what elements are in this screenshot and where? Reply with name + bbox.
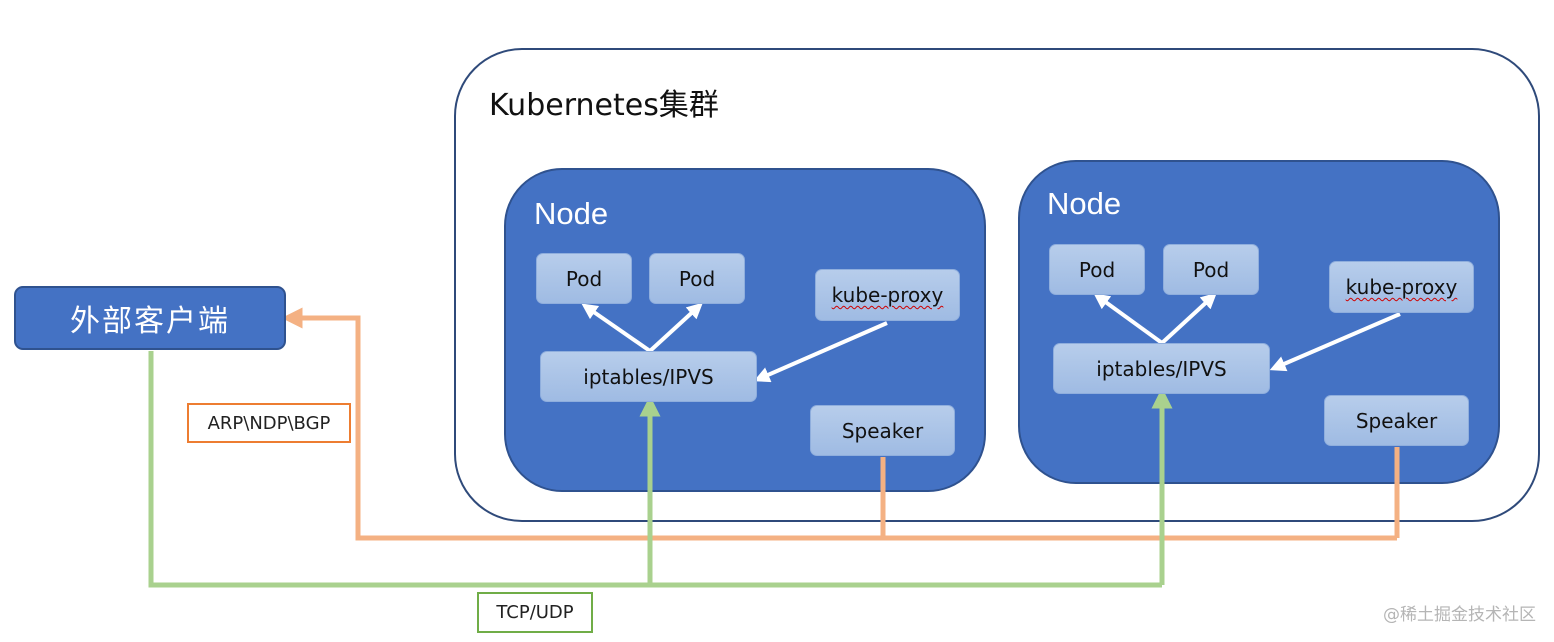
node-2-iptables-ipvs: iptables/IPVS — [1053, 343, 1270, 394]
node-1-iptables-ipvs: iptables/IPVS — [540, 351, 757, 402]
external-client: 外部客户端 — [14, 286, 286, 350]
node-1-title: Node — [534, 196, 609, 231]
node-2-title: Node — [1047, 186, 1122, 221]
node-1-pod-1: Pod — [536, 253, 632, 304]
node-2-speaker: Speaker — [1324, 395, 1469, 446]
node-1-kube-proxy: kube-proxy — [815, 269, 960, 321]
node-2-pod-2: Pod — [1163, 244, 1259, 295]
node-2-kube-proxy: kube-proxy — [1329, 261, 1474, 313]
node-2-pod-1: Pod — [1049, 244, 1145, 295]
node-1-speaker: Speaker — [810, 405, 955, 456]
watermark: @稀土掘金技术社区 — [1383, 605, 1536, 625]
node-1-pod-2: Pod — [649, 253, 745, 304]
cluster-title: Kubernetes集群 — [489, 88, 719, 123]
announce-protocol-label: ARP\NDP\BGP — [187, 403, 351, 443]
traffic-protocol-label: TCP/UDP — [477, 592, 593, 633]
